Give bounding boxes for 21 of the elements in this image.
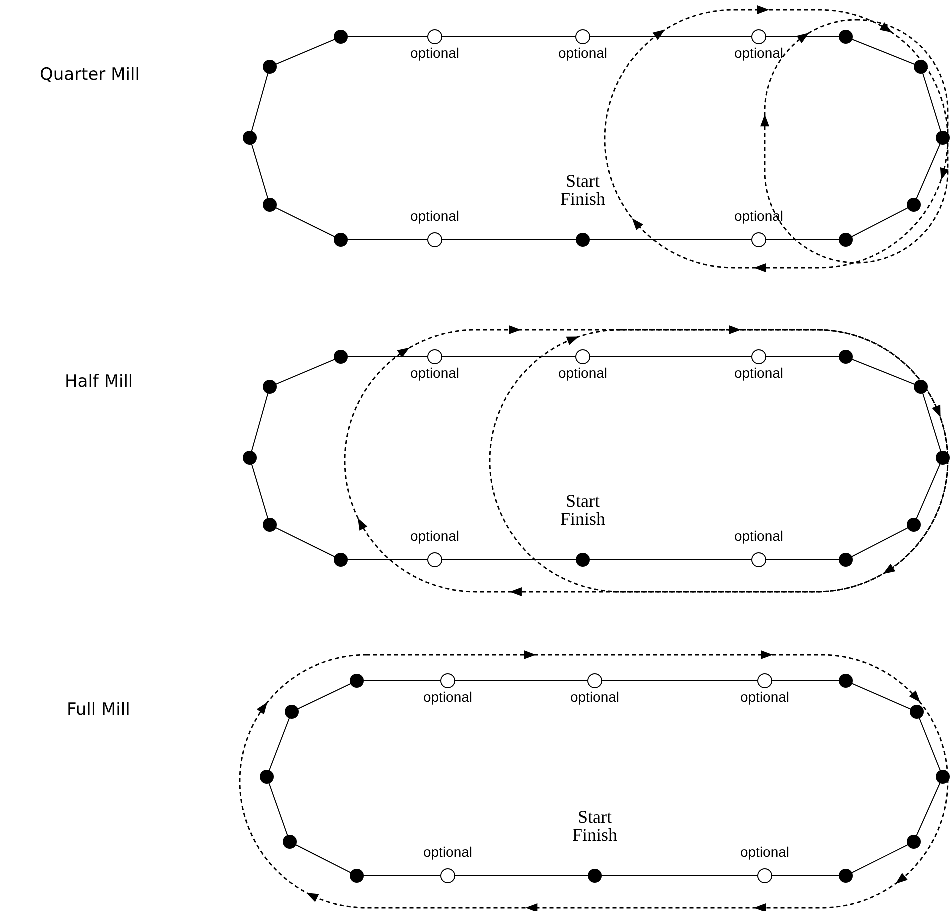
optional-label: optional bbox=[740, 689, 790, 705]
optional-label: optional bbox=[570, 689, 620, 705]
optional-label: optional bbox=[734, 208, 784, 224]
optional-label: optional bbox=[558, 45, 608, 61]
track-name: Half Mill bbox=[65, 372, 134, 392]
optional-label: optional bbox=[734, 365, 784, 381]
optional-label: optional bbox=[558, 365, 608, 381]
start-finish-label: Start Finish bbox=[559, 172, 607, 208]
optional-label: optional bbox=[410, 528, 460, 544]
optional-label: optional bbox=[734, 45, 784, 61]
optional-label: optional bbox=[423, 689, 473, 705]
track-name: Full Mill bbox=[67, 700, 130, 720]
start-finish-label: Start Finish bbox=[559, 492, 607, 528]
start-finish-label: Start Finish bbox=[571, 808, 619, 844]
optional-label: optional bbox=[410, 45, 460, 61]
optional-label: optional bbox=[734, 528, 784, 544]
optional-label: optional bbox=[740, 844, 790, 860]
optional-label: optional bbox=[410, 208, 460, 224]
optional-label: optional bbox=[423, 844, 473, 860]
optional-label: optional bbox=[410, 365, 460, 381]
track-name: Quarter Mill bbox=[40, 65, 140, 85]
